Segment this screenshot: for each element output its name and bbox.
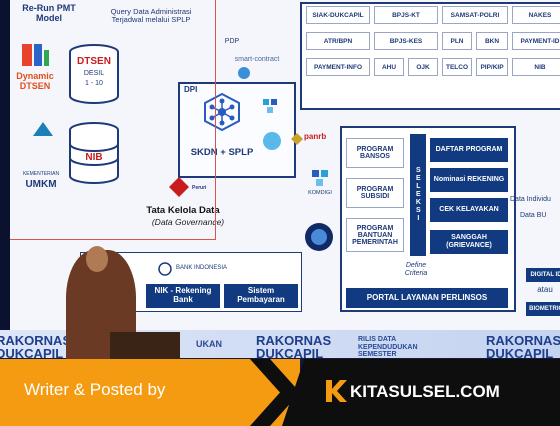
biometric-chip: BIOMETRIC	[526, 302, 560, 316]
komdigi-small-icon	[260, 96, 284, 118]
agency-chip: PIP/KIP	[476, 58, 508, 76]
program-subsidi: PROGRAM SUBSIDI	[346, 178, 404, 208]
dynamic-dtsen-label: Dynamic DTSEN	[16, 71, 54, 91]
agency-chip: NAKES	[512, 6, 560, 24]
atau-label: atau	[537, 285, 553, 294]
agency-chip: TELCO	[442, 58, 472, 76]
contract-icon	[237, 66, 251, 80]
banner-center: RAKORNAS DUKCAPIL	[256, 333, 332, 361]
agency-chip: BPJS-KES	[374, 32, 438, 50]
smart-contract-label: smart-contract	[234, 56, 280, 63]
nib-database-icon	[68, 122, 120, 184]
agency-chip: AHU	[374, 58, 404, 76]
query-label: Query Data Administrasi Terjadwal melalu…	[110, 7, 192, 25]
define-criteria: Define Criteria	[404, 262, 428, 277]
data-bu-label: Data BU	[520, 212, 547, 219]
portal-perlinsos: PORTAL LAYANAN PERLINSOS	[346, 288, 508, 308]
agency-chip: SAMSAT-POLRI	[442, 6, 508, 24]
komdigi-label: KOMDIGI	[308, 190, 332, 196]
dpi-label: DPI	[184, 85, 198, 94]
garuda-emblem-icon	[304, 222, 334, 252]
k-logo-icon	[322, 378, 348, 404]
site-label: KITASULSEL.COM	[350, 382, 500, 401]
umkm-label: UMKM	[25, 179, 57, 190]
sistem-pembayaran-box: Sistem Pembayaran	[224, 284, 298, 308]
bi-label: BANK INDONESIA	[176, 265, 228, 271]
pmt-title: Re-Run PMT Model	[22, 3, 76, 23]
program-bansos: PROGRAM BANSOS	[346, 138, 404, 168]
panrb-label: panrb	[304, 132, 327, 141]
presentation-slide: Re-Run PMT Model Dynamic DTSEN DTSEN DES…	[10, 0, 560, 330]
dashed-frame	[10, 0, 216, 240]
nib-label: NIB	[85, 152, 103, 163]
kementerian-logo-icon	[30, 120, 56, 138]
agency-chip: BKN	[476, 32, 508, 50]
dpi-box	[178, 82, 296, 178]
desil-range: 1 - 10	[85, 80, 103, 87]
dtsen-logo-icon	[20, 42, 50, 68]
data-individu-label: Data Individu	[510, 196, 551, 203]
peruri-logo-icon	[168, 176, 190, 198]
desil-label: DESIL	[83, 70, 105, 77]
banner-tagline: RILIS DATA KEPENDUDUKAN SEMESTER	[358, 336, 418, 359]
cloud-icon	[260, 130, 284, 152]
banner-tagline-left: UKAN	[196, 339, 222, 349]
seleksi-bar: SELEKSI	[410, 134, 426, 256]
digital-id-chip: DIGITAL ID	[526, 268, 560, 282]
komdigi-logo-icon	[310, 168, 330, 188]
peruri-label: Peruri	[192, 185, 207, 191]
agency-chip: BPJS-KT	[374, 6, 438, 24]
agency-chip: PAYMENT-ID	[512, 32, 560, 50]
step-sanggah: SANGGAH (GRIEVANCE)	[430, 230, 508, 254]
agency-chip: OJK	[408, 58, 438, 76]
governance-label: Tata Kelola Data	[146, 205, 220, 216]
bi-logo-icon	[158, 262, 172, 276]
agency-chip: ATR/BPN	[306, 32, 370, 50]
agency-chip: PLN	[442, 32, 472, 50]
governance-sub: (Data Governance)	[151, 217, 225, 227]
dtsen-database-icon	[68, 44, 120, 104]
dtsen-label: DTSEN	[77, 56, 111, 67]
nik-rekening-box: NIK - Rekening Bank	[146, 284, 220, 308]
step-daftar-program: DAFTAR PROGRAM	[430, 138, 508, 162]
banner-right: RAKORNAS DUKCAPIL	[486, 333, 560, 361]
writer-bar	[0, 359, 300, 426]
garuda-icon	[290, 132, 304, 146]
skdn-splp-label: SKDN + SPLP	[190, 147, 254, 158]
kementerian-label: KEMENTERIAN	[22, 171, 60, 177]
step-cek-kelayakan: CEK KELAYAKAN	[430, 198, 508, 222]
agency-chip: PAYMENT-INFO	[306, 58, 370, 76]
agency-chip: SIAK-DUKCAPIL	[306, 6, 370, 24]
agency-chip: NIB	[512, 58, 560, 76]
network-hub-icon	[202, 92, 242, 132]
program-bantuan: PROGRAM BANTUAN PEMERINTAH	[346, 218, 404, 252]
step-nominasi-rekening: Nominasi REKENING	[430, 168, 508, 192]
banner-left: RAKORNAS DUKCAPIL	[0, 333, 72, 361]
writer-label: Writer & Posted by	[24, 380, 166, 399]
speaker-head	[86, 246, 108, 272]
pdp-label: PDP	[224, 38, 240, 45]
